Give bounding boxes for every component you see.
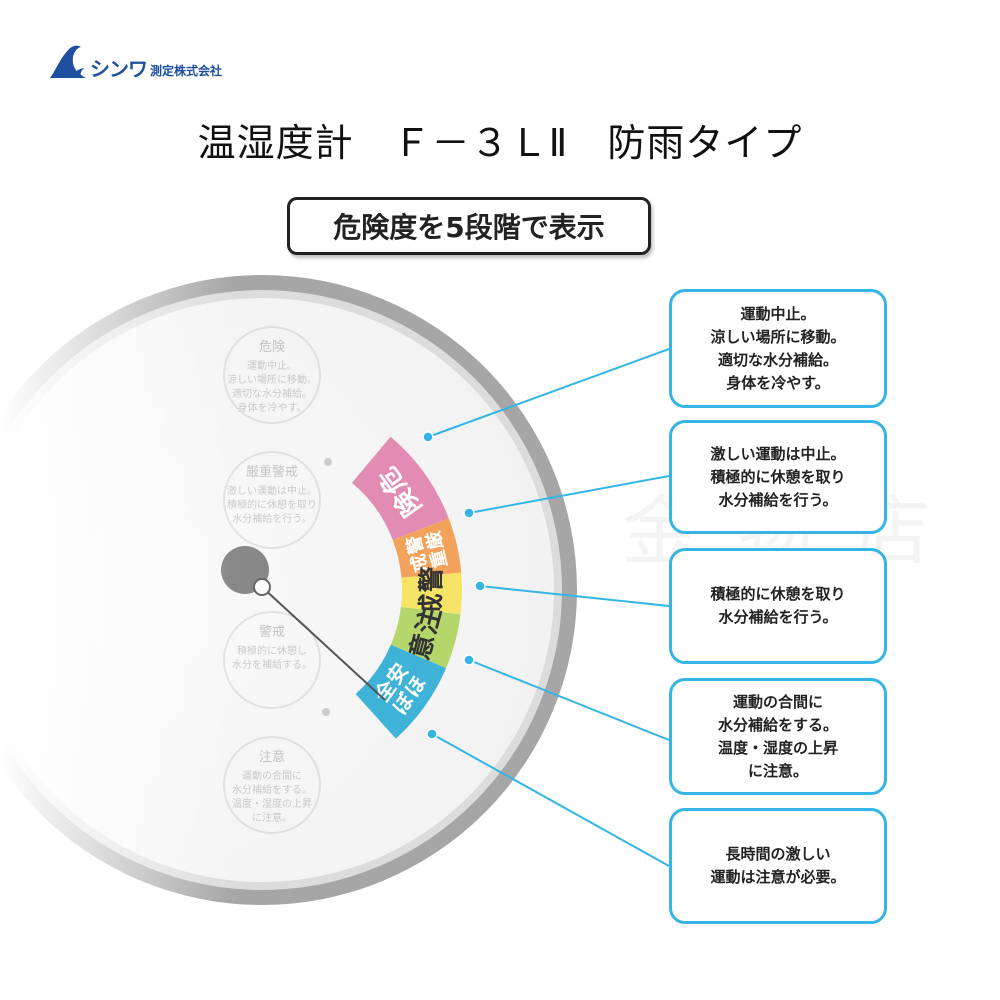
shinwa-logo: シンワ 測定株式会社 [48,44,222,80]
callout-warning: 積極的に休憩を取り 水分補給を行う。 [669,548,887,664]
callout-line: 運動は注意が必要。 [710,868,846,886]
callout-line: 身体を冷やす。 [726,373,830,392]
callout-line: 涼しい場所に移動。 [710,327,846,346]
feature-tag: 危険度を5段階で表示 [287,197,651,255]
callout-line: 運動中止。 [740,304,816,323]
callout-line: 長時間の激しい [725,845,831,863]
callout-danger: 運動中止。 涼しい場所に移動。 適切な水分補給。 身体を冷やす。 [669,289,887,408]
callout-line: 水分補給を行う。 [718,608,838,626]
logo-brand: シンワ [90,57,148,81]
callout-caution: 運動の合間に 水分補給をする。 温度・湿度の上昇 に注意。 [669,678,887,795]
callout-line: 適切な水分補給。 [717,350,838,369]
callout-line: 積極的に休憩を取り [710,585,846,603]
callout-line: 水分補給をする。 [717,715,838,734]
callout-line: 積極的に休憩を取り [710,467,846,486]
callout-severe-warning: 激しい運動は中止。 積極的に休憩を取り 水分補給を行う。 [669,420,887,534]
callout-almost-safe: 長時間の激しい 運動は注意が必要。 [669,808,887,924]
callout-line: に注意。 [747,761,808,780]
bird-logo-icon [50,45,86,78]
callout-line: 激しい運動は中止。 [710,444,846,463]
callout-line: 運動の合間に [732,692,823,711]
callout-line: 温度・湿度の上昇 [717,738,838,757]
logo-company: 測定株式会社 [150,64,223,78]
page-title: 温湿度計 Ｆ－３ＬⅡ 防雨タイプ [197,121,803,165]
callout-line: 水分補給を行う。 [718,490,838,509]
